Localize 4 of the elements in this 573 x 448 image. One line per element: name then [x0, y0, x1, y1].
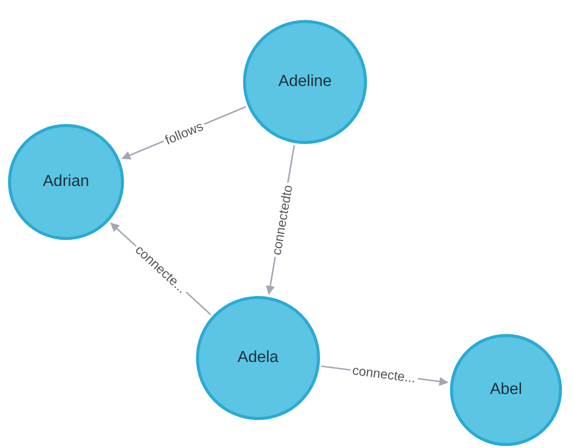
node-label: Adela [238, 349, 278, 367]
node-label: Abel [490, 381, 522, 399]
node-label: Adeline [278, 73, 332, 91]
node-label: Adrian [42, 173, 90, 191]
